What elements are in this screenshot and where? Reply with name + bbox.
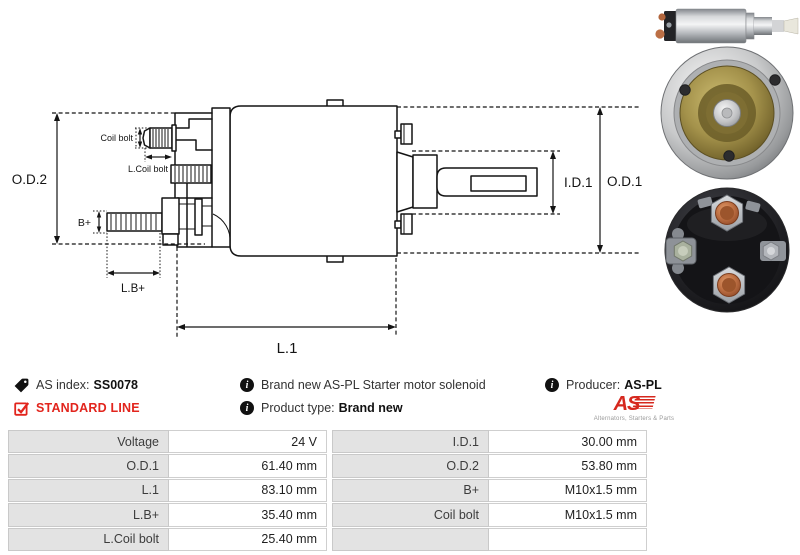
spec-value-cell: 35.40 mm [169,503,327,527]
spec-label-cell: L.Coil bolt [8,527,169,551]
checkbox-check-icon [14,401,29,416]
spec-value-cell: 24 V [169,430,327,454]
front-bracket [174,112,213,248]
spec-table-right: I.D.1 30.00 mm O.D.2 53.80 mm B+ M10x1.5… [332,430,647,551]
product-type-label: Product type: [261,401,335,415]
dim-od2: O.D.2 [12,112,205,245]
spec-label-cell: I.D.1 [332,430,489,454]
dim-label-l-b-plus: L.B+ [121,283,145,295]
spec-label-cell: Voltage [8,430,169,454]
end-cap-bolts [394,123,413,235]
standard-line-row: STANDARD LINE [14,399,140,417]
spec-value-cell: 83.10 mm [169,478,327,503]
spec-table-left: Voltage 24 V O.D.1 61.40 mm L.1 83.10 mm… [8,430,327,551]
dim-label-l-coil-bolt: L.Coil bolt [128,164,169,174]
technical-drawing: O.D.2 Coil bolt L.Coil bolt B+ L [12,99,642,357]
spec-label-cell [332,527,489,551]
product-photo-front [660,46,794,180]
spec-label-cell: Coil bolt [332,503,489,527]
as-index-row: AS index: SS0078 [14,376,138,394]
dim-l-b-plus: L.B+ [106,233,161,295]
info-icon: i [545,378,559,392]
as-index-value: SS0078 [93,378,138,392]
dim-label-od1: O.D.1 [607,174,642,189]
product-photo-back [664,187,790,313]
dim-label-coil-bolt: Coil bolt [100,133,133,143]
description-row: i Brand new AS-PL Starter motor solenoid [240,376,486,394]
dim-label-l1: L.1 [277,340,298,357]
product-type-value: Brand new [338,401,403,415]
producer-value: AS-PL [624,378,662,392]
solenoid-body [211,99,398,263]
spec-value-cell [489,527,647,551]
info-icon: i [240,401,254,415]
spec-value-cell: 53.80 mm [489,454,647,478]
plunger-shaft [396,151,538,213]
spec-value-cell: 30.00 mm [489,430,647,454]
dim-l-coil-bolt: L.Coil bolt [128,148,172,174]
producer-row: i Producer: AS-PL [545,376,662,394]
spec-value-cell: 25.40 mm [169,527,327,551]
as-index-label: AS index: [36,378,90,392]
dim-id1: I.D.1 [412,150,593,215]
spec-label-cell: B+ [332,478,489,503]
dim-label-od2: O.D.2 [12,172,47,187]
coil-bolt-stud [142,124,177,152]
standard-line-label: STANDARD LINE [36,401,140,415]
dim-label-id1: I.D.1 [564,175,593,190]
dim-coil-bolt: Coil bolt [100,127,150,149]
product-type-row: i Product type: Brand new [240,399,403,417]
producer-label: Producer: [566,378,621,392]
dim-label-b-plus: B+ [78,217,91,229]
spec-value-cell: M10x1.5 mm [489,478,647,503]
spec-value-cell: M10x1.5 mm [489,503,647,527]
dim-l1: L.1 [176,247,397,357]
product-photo-side [655,8,799,44]
dim-od1: O.D.1 [397,106,642,254]
tag-icon [14,378,29,392]
dim-b-plus: B+ [78,210,107,234]
spec-label-cell: L.1 [8,478,169,503]
spec-label-cell: O.D.1 [8,454,169,478]
b-plus-bolt [106,197,212,246]
as-pl-logo-tagline: Alternators, Starters & Parts [593,416,675,422]
spec-label-cell: L.B+ [8,503,169,527]
as-pl-logo: AS Alternators, Starters & Parts [586,394,682,422]
logo-stripes [632,396,657,409]
description-text: Brand new AS-PL Starter motor solenoid [261,378,486,392]
info-icon: i [240,378,254,392]
coil-terminal [170,164,212,184]
spec-label-cell: O.D.2 [332,454,489,478]
spec-value-cell: 61.40 mm [169,454,327,478]
